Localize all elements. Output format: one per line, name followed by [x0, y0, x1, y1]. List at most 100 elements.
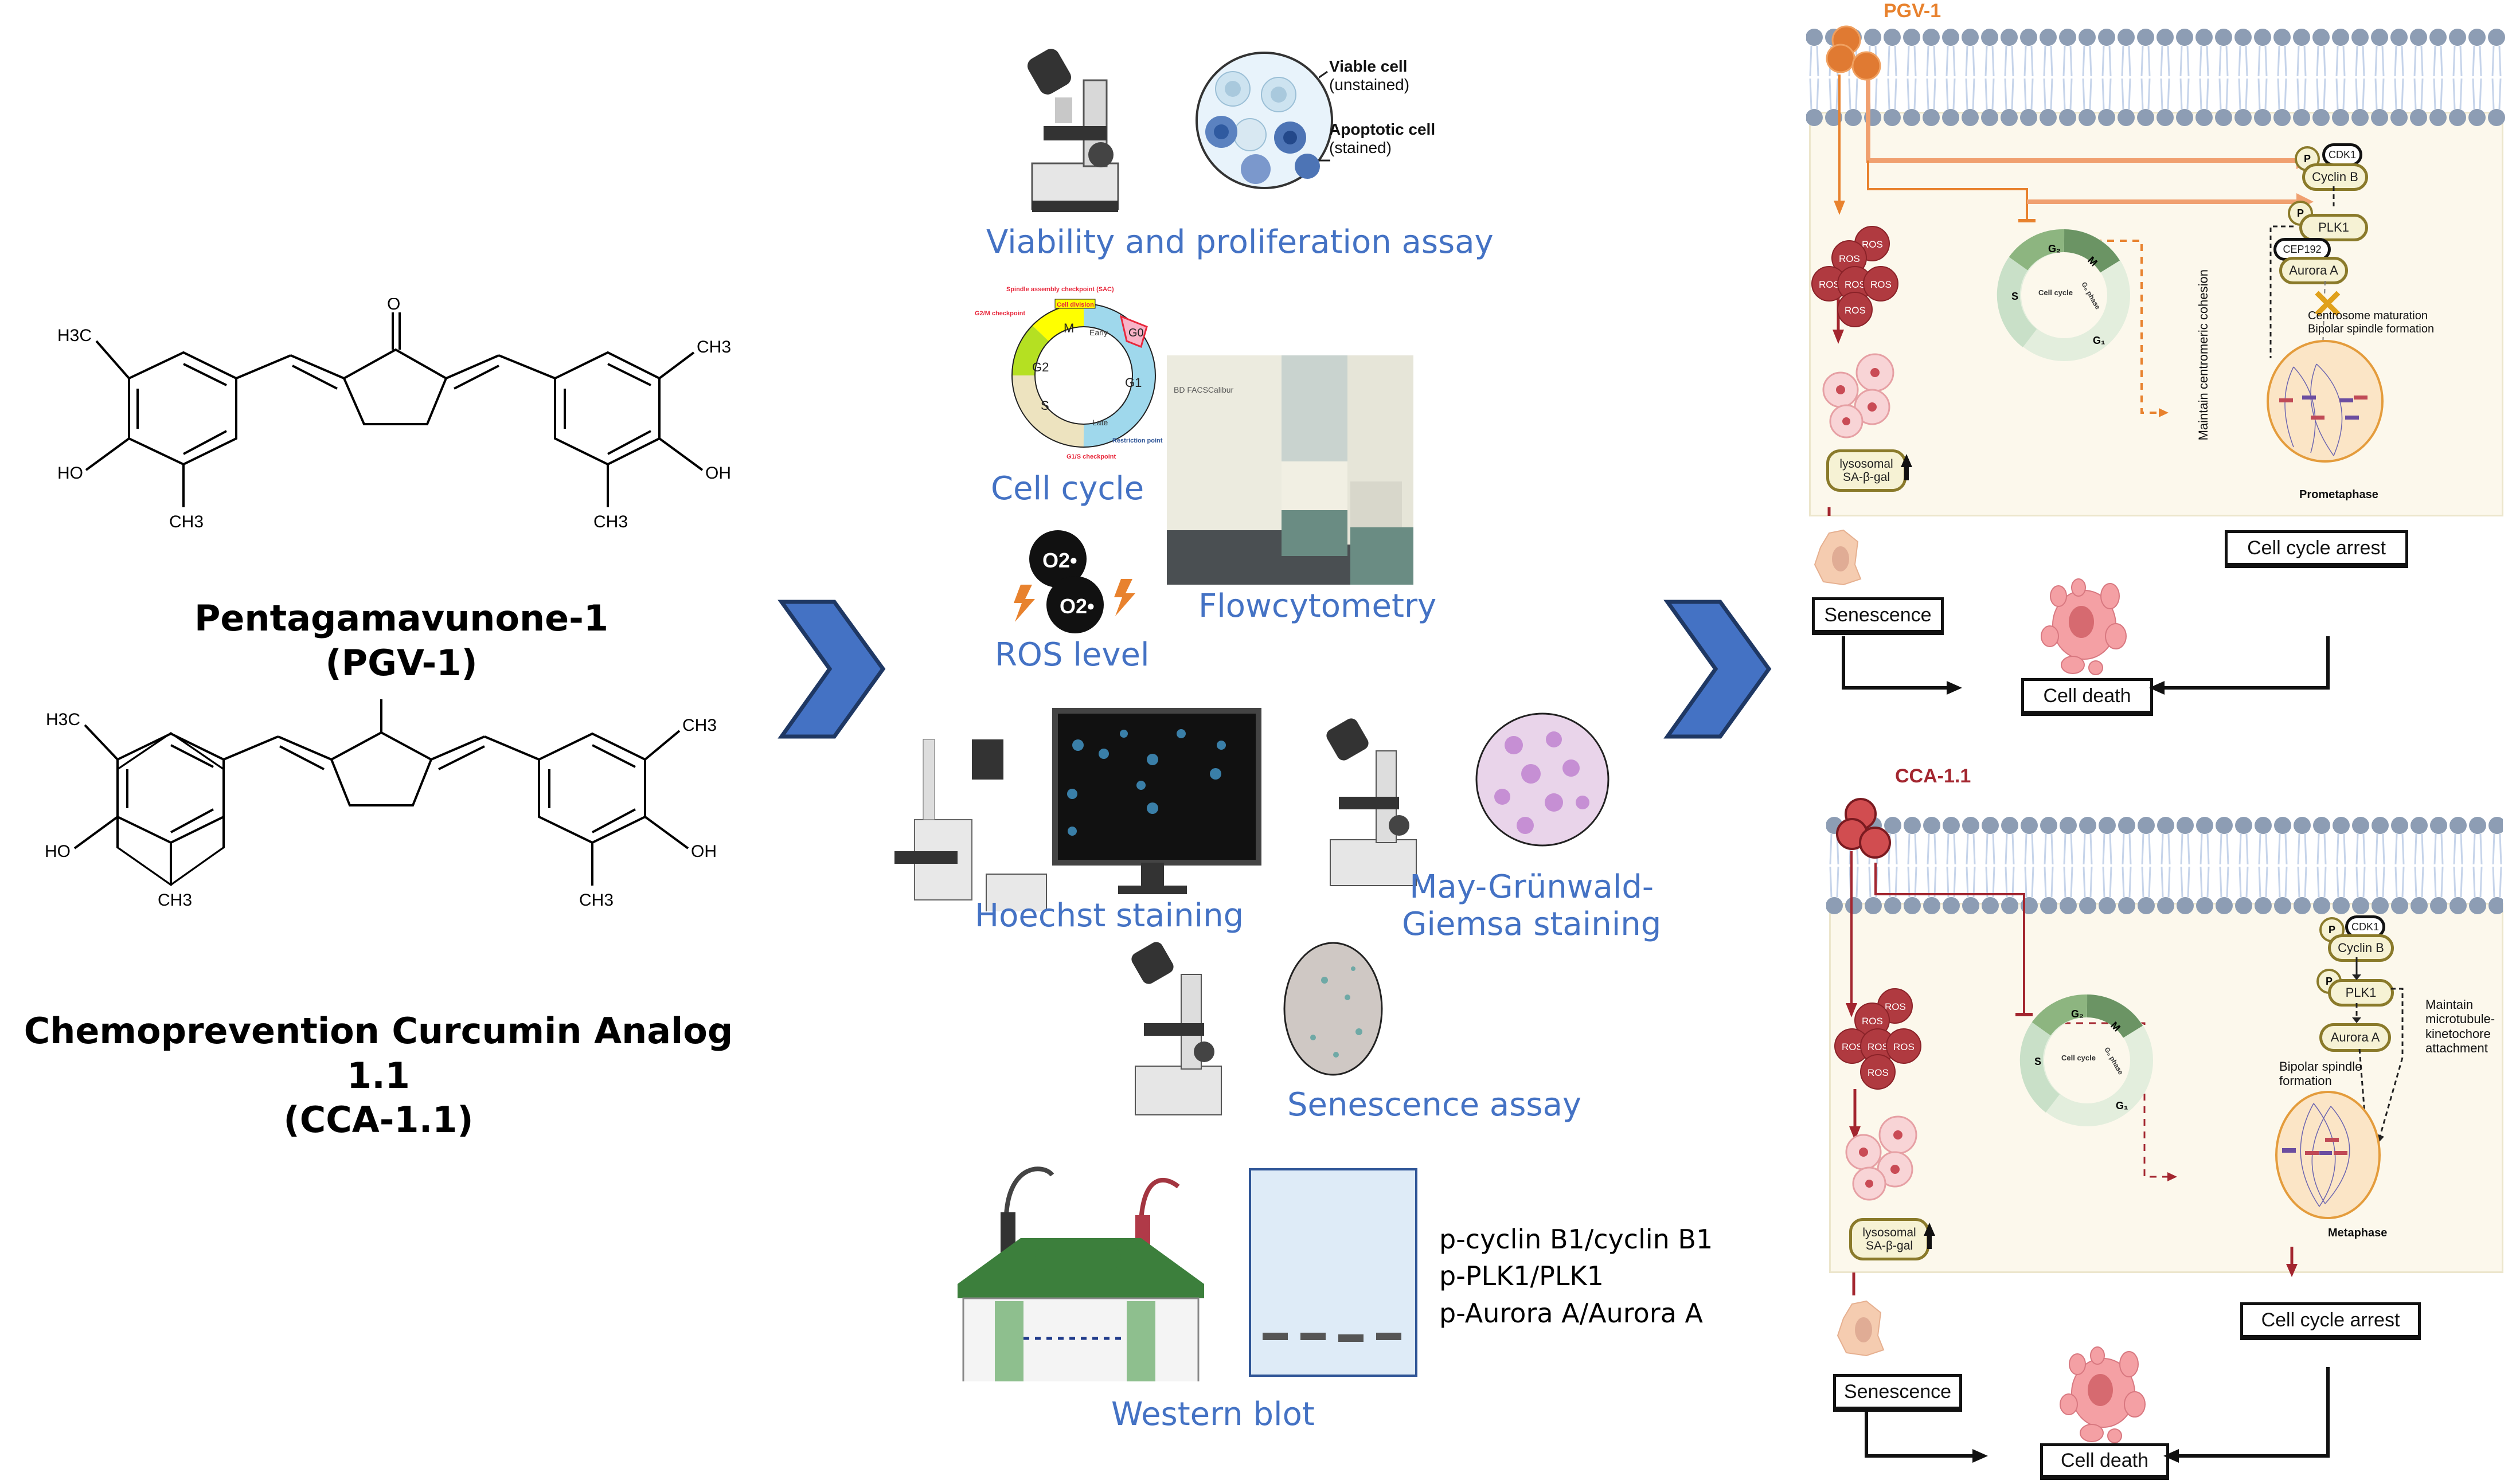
- lipid-tail: [2316, 833, 2320, 865]
- chevron-arrow-icon: [778, 600, 886, 739]
- phospholipid-head: [1903, 109, 1920, 126]
- lipid-tail: [1933, 78, 1936, 109]
- pgv1-ch3-tr-label: CH3: [697, 338, 731, 357]
- lipid-tail: [1887, 45, 1890, 77]
- apoptotic-cell-callout: Apoptotic cell (stained): [1329, 120, 1435, 157]
- lipid-tail: [2160, 78, 2163, 109]
- lipid-tail: [1953, 866, 1956, 898]
- lipid-tail: [2479, 45, 2482, 77]
- lipid-tail: [2187, 866, 2190, 898]
- lipid-tail: [2062, 78, 2066, 109]
- lipid-tail: [2277, 45, 2280, 77]
- lipid-tail: [2316, 45, 2319, 77]
- lipid-tail: [2394, 866, 2398, 898]
- lipid-tail: [2238, 45, 2241, 77]
- pgv1-name-block: Pentagamavunone-1 (PGV-1): [115, 596, 688, 685]
- phospholipid-head: [1806, 109, 1823, 126]
- lipid-tail: [2382, 833, 2385, 865]
- lipid-tail: [2063, 833, 2066, 865]
- lipid-tail: [1874, 78, 1878, 109]
- pgv1-cell-cycle-arrest-box: Cell cycle arrest: [2225, 530, 2408, 566]
- pgv1-ho-label: HO: [57, 464, 83, 483]
- phospholipid-head: [2059, 109, 2076, 126]
- phospholipid-head: [2060, 897, 2077, 914]
- lipid-tail: [2148, 833, 2151, 865]
- lipid-tail: [2264, 45, 2268, 77]
- callout-lines: [1319, 71, 1330, 162]
- phospholipid-head: [1962, 897, 1979, 914]
- phospholipid-head: [2430, 817, 2447, 834]
- lipid-tail: [2343, 833, 2346, 865]
- lipid-tail: [2479, 866, 2483, 898]
- phospholipid-head: [2488, 897, 2503, 914]
- phospholipid-head: [1982, 897, 1999, 914]
- blot-bands: [1263, 1333, 1401, 1342]
- side-note-3: cohesion: [2196, 269, 2210, 320]
- phospholipid-head: [2352, 897, 2369, 914]
- senescent-cell-icon: [1837, 1300, 1885, 1357]
- lipid-tail: [2167, 78, 2170, 109]
- lipid-tail: [2030, 78, 2034, 109]
- lipid-tail: [1894, 78, 1897, 109]
- pgv1-side-note: Maintain centromeric cohesion: [2196, 269, 2210, 440]
- lipid-tail: [2374, 78, 2378, 109]
- phospholipid-head: [1884, 109, 1901, 126]
- cca-cytoplasm: [1829, 903, 2503, 1273]
- plk1-protein: PLK1: [2299, 214, 2368, 241]
- blocked-x-icon: ✕: [2311, 282, 2345, 327]
- lipid-tail: [2453, 866, 2456, 898]
- lipid-tail: [2218, 45, 2222, 77]
- fragmented-nucleus: [2069, 606, 2094, 638]
- phospholipid-head: [2098, 29, 2115, 46]
- lipid-tail: [1972, 866, 1976, 898]
- g0-phase-label: G₀ phase: [2080, 281, 2102, 311]
- lipid-tail: [2024, 866, 2027, 898]
- phospholipid-head: [1806, 29, 1823, 46]
- lipid-tail: [2264, 78, 2268, 109]
- phospholipid-head: [2040, 897, 2057, 914]
- lipid-tail: [2238, 78, 2241, 109]
- lipid-tail: [2362, 78, 2365, 109]
- lipid-tail: [2219, 866, 2222, 898]
- phospholipid-head: [2293, 109, 2310, 126]
- blocked-1: Centrosome maturation: [2308, 310, 2428, 322]
- phospholipid-head: [2060, 817, 2077, 834]
- lipid-tail: [2121, 45, 2124, 77]
- lipid-tail: [2303, 45, 2307, 77]
- lipid-tail: [2375, 866, 2378, 898]
- lipid-tail: [2433, 78, 2436, 109]
- blot-band: [1376, 1333, 1401, 1340]
- phospholipid-head: [2410, 109, 2427, 126]
- senescence-microscope-zoom: [1131, 942, 1383, 1115]
- phospholipid-head: [2177, 817, 2194, 834]
- cell-death-icon: [2041, 578, 2127, 675]
- lipid-tail: [2005, 866, 2008, 898]
- lipid-tail: [2225, 78, 2229, 109]
- lipid-tail: [2199, 45, 2202, 77]
- lipid-tail: [2472, 45, 2475, 77]
- lipid-tail: [2498, 45, 2502, 77]
- lipid-tail: [2401, 78, 2404, 109]
- ros-label: ROS: [1839, 253, 1860, 264]
- plk1-protein: PLK1: [2328, 979, 2394, 1007]
- lipid-tail: [2316, 866, 2320, 898]
- apoptotic-body: [2090, 1346, 2105, 1365]
- lipid-tail: [2296, 78, 2300, 109]
- pgv1-ch3-bl-label: CH3: [169, 512, 204, 531]
- phospholipid-head: [2215, 109, 2232, 126]
- lipid-tail: [2147, 78, 2151, 109]
- side-note-1: Maintain: [2425, 997, 2474, 1012]
- flow-cytometer-photo: BD FACSCalibur: [1167, 355, 1413, 585]
- wb-target-plk1: p-PLK1/PLK1: [1439, 1260, 1604, 1292]
- lipid-tail: [2062, 45, 2066, 77]
- pgv1-pathway-arrows: [1826, 25, 2314, 516]
- apoptotic-body: [2088, 660, 2103, 675]
- lipid-tail: [2355, 833, 2359, 865]
- lipid-tail: [2413, 45, 2417, 77]
- pgv1-oh-label: OH: [705, 464, 731, 483]
- phospholipid-head: [1923, 897, 1940, 914]
- cca11-abbrev: (CCA-1.1): [283, 1099, 474, 1141]
- lipid-tail: [1945, 78, 1949, 109]
- spindle-note-1: Bipolar spindle: [2279, 1059, 2362, 1074]
- microscope-icon: [1028, 49, 1119, 212]
